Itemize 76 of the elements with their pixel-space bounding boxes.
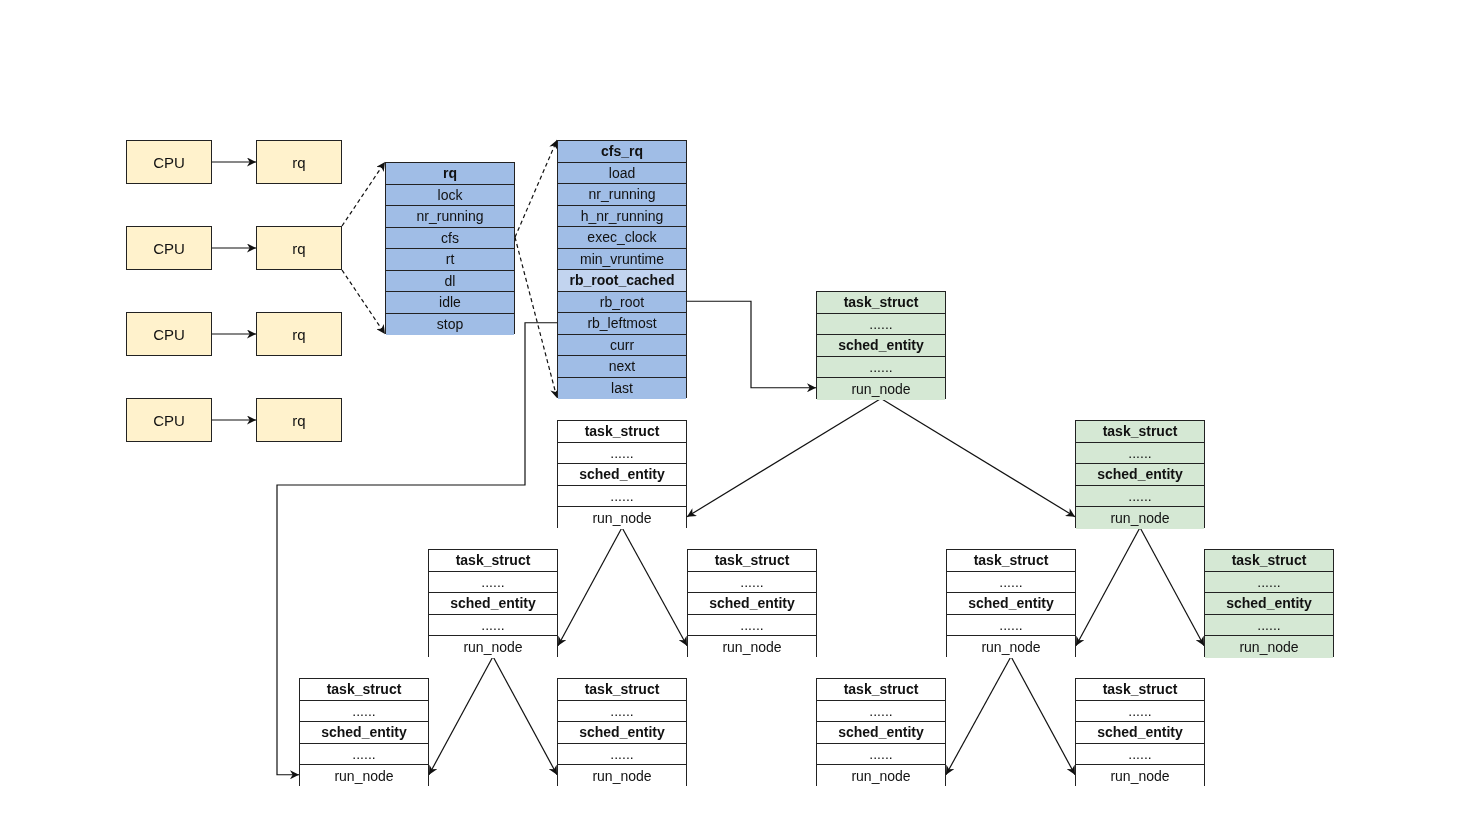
struct-field: nr_running: [386, 206, 514, 228]
arrow: [1075, 526, 1141, 647]
struct-table: [557, 678, 687, 786]
struct-field: task_struct: [817, 292, 945, 314]
struct-field: ......: [817, 313, 945, 335]
arrow: [686, 397, 882, 518]
struct-field: sched_entity: [1205, 593, 1333, 615]
arrow: [211, 157, 257, 167]
struct-table: [946, 549, 1076, 657]
struct-table: [557, 140, 687, 398]
struct-field: rq: [386, 163, 514, 185]
runqueue-box: rq: [256, 140, 342, 184]
struct-field: ......: [1076, 485, 1204, 507]
struct-field: run_node: [1205, 636, 1333, 658]
struct-field: cfs_rq: [558, 141, 686, 163]
arrow: [621, 526, 688, 647]
struct-table: [1075, 420, 1205, 528]
struct-field: ......: [1205, 614, 1333, 636]
struct-field: rb_root_cached: [558, 270, 686, 292]
struct-table: [687, 549, 817, 657]
dashed-arrow: [514, 139, 558, 238]
struct-field: ......: [817, 356, 945, 378]
struct-field: task_struct: [1205, 550, 1333, 572]
struct-field: sched_entity: [1076, 464, 1204, 486]
arrow: [945, 655, 1012, 776]
struct-field: rb_root: [558, 291, 686, 313]
dashed-arrow: [341, 269, 386, 335]
struct-field: ......: [1076, 442, 1204, 464]
arrow: [211, 329, 257, 339]
struct-field: load: [558, 162, 686, 184]
arrow: [880, 397, 1076, 518]
arrow: [276, 322, 558, 780]
struct-field: lock: [386, 184, 514, 206]
struct-table: [1075, 678, 1205, 786]
struct-field: task_struct: [1076, 421, 1204, 443]
struct-field: nr_running: [558, 184, 686, 206]
struct-field: ......: [1205, 571, 1333, 593]
struct-field: next: [558, 356, 686, 378]
struct-field: h_nr_running: [558, 205, 686, 227]
struct-field: sched_entity: [817, 335, 945, 357]
struct-table: [557, 420, 687, 528]
arrow: [428, 655, 494, 776]
struct-table: [816, 291, 946, 399]
struct-field: exec_clock: [558, 227, 686, 249]
struct-field: rb_leftmost: [558, 313, 686, 335]
dashed-arrow: [341, 161, 386, 227]
struct-field: cfs: [386, 227, 514, 249]
runqueue-box: rq: [256, 312, 342, 356]
arrow: [686, 300, 817, 393]
struct-field: run_node: [817, 378, 945, 400]
struct-table: [816, 678, 946, 786]
arrow: [1010, 655, 1076, 776]
struct-field: dl: [386, 270, 514, 292]
struct-table: [385, 162, 515, 334]
struct-field: idle: [386, 292, 514, 314]
struct-table: [428, 549, 558, 657]
arrow: [211, 243, 257, 253]
cpu-box: CPU: [126, 398, 212, 442]
arrow: [557, 526, 623, 647]
struct-field: stop: [386, 313, 514, 335]
arrow: [1139, 526, 1205, 647]
struct-field: curr: [558, 334, 686, 356]
struct-field: last: [558, 377, 686, 399]
dashed-arrow: [514, 236, 560, 399]
struct-field: rt: [386, 249, 514, 271]
arrow: [211, 415, 257, 425]
cpu-box: CPU: [126, 226, 212, 270]
arrow: [492, 655, 558, 776]
cpu-box: CPU: [126, 140, 212, 184]
runqueue-box: rq: [256, 226, 342, 270]
cpu-box: CPU: [126, 312, 212, 356]
struct-table: [299, 678, 429, 786]
struct-field: run_node: [1076, 507, 1204, 529]
struct-field: min_vruntime: [558, 248, 686, 270]
runqueue-box: rq: [256, 398, 342, 442]
struct-table: [1204, 549, 1334, 657]
